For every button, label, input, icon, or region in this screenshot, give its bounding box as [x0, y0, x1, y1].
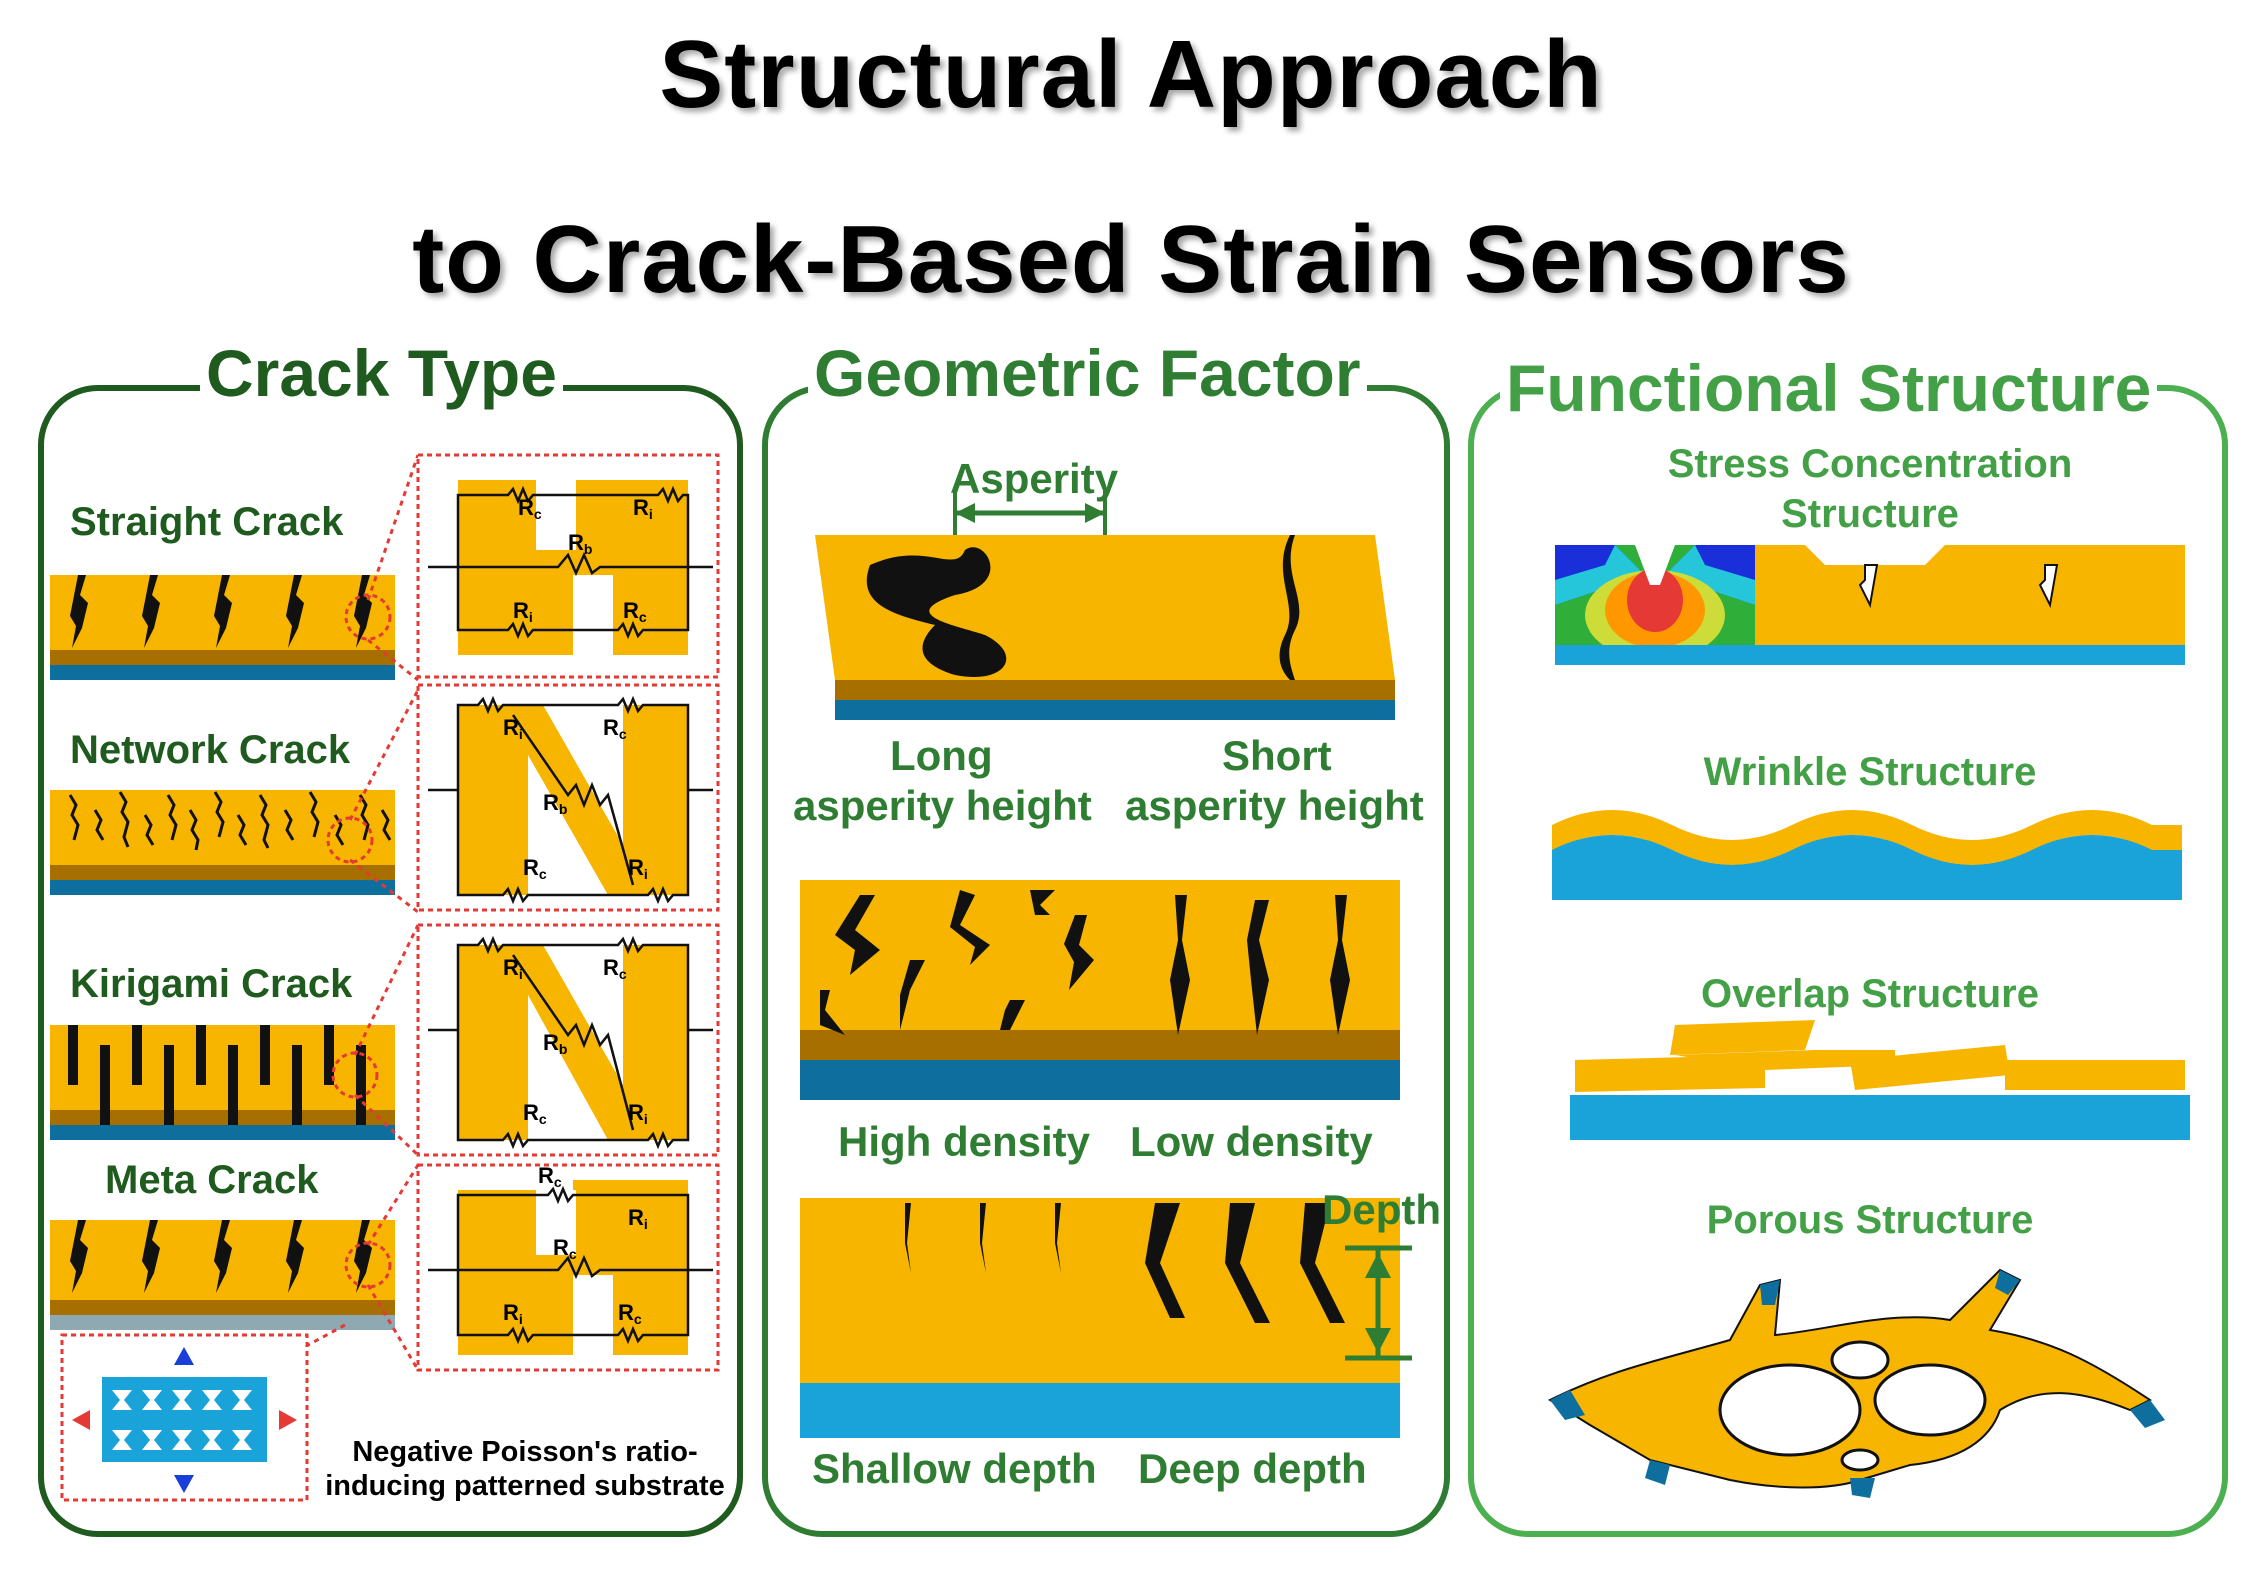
high-density-label: High density [838, 1118, 1091, 1165]
stress-concentration-label: Stress Concentration [1667, 442, 2073, 486]
network-crack-illustration [50, 790, 395, 895]
network-crack-label: Network Crack [70, 728, 351, 772]
low-density-label: Low density [1130, 1118, 1373, 1165]
deep-depth-label: Deep depth [1138, 1445, 1367, 1492]
network-crack-circuit: Ri Rc Rb Rc Ri [416, 683, 720, 912]
svg-text:Ri: Ri [628, 855, 648, 882]
straight-crack-illustration [50, 575, 395, 680]
kirigami-crack-illustration [50, 1025, 395, 1140]
straight-crack-circuit: Rc Ri Rb Ri Rc [416, 453, 720, 679]
long-asperity-height-label: asperity height [793, 782, 1092, 829]
stress-structure-label: Structure [1781, 492, 1959, 536]
main-title-line-2: to Crack-Based Strain Sensors [412, 206, 1850, 313]
svg-text:Ri: Ri [628, 1100, 648, 1127]
crack-density-illustration [800, 880, 1400, 1100]
crack-depth-illustration [800, 1198, 1412, 1438]
svg-text:Ri: Ri [513, 598, 533, 625]
wrinkle-structure-label: Wrinkle Structure [1703, 750, 2037, 794]
main-title-line-1: Structural Approach [659, 21, 1603, 128]
svg-text:Ri: Ri [503, 1300, 523, 1327]
short-label: Short [1222, 732, 1332, 779]
shallow-depth-label: Shallow depth [812, 1445, 1097, 1492]
meta-crack-label: Meta Crack [105, 1158, 319, 1202]
auxetic-substrate-pattern [60, 1333, 309, 1502]
porous-structure-illustration [1547, 1268, 2165, 1498]
short-asperity-height-label: asperity height [1125, 782, 1424, 829]
svg-text:Ri: Ri [633, 495, 653, 522]
asperity-height-illustration [815, 490, 1395, 720]
meta-crack-circuit: Rc Ri Rc Ri Rc [416, 1163, 720, 1372]
crack-type-title: Crack Type [200, 335, 563, 411]
depth-label: Depth [1322, 1186, 1441, 1233]
stress-concentration-illustration [1555, 545, 2185, 665]
svg-text:Ri: Ri [628, 1205, 648, 1232]
long-label: Long [890, 732, 993, 779]
wrinkle-structure-illustration [1552, 810, 2182, 900]
svg-text:Rb: Rb [543, 790, 567, 817]
kirigami-crack-label: Kirigami Crack [70, 962, 353, 1006]
straight-crack-label: Straight Crack [70, 500, 344, 544]
geometric-factor-title: Geometric Factor [808, 335, 1367, 411]
porous-structure-label: Porous Structure [1706, 1198, 2034, 1242]
svg-text:Ri: Ri [503, 715, 523, 742]
svg-text:Rb: Rb [543, 1030, 567, 1057]
kirigami-crack-circuit: Ri Rc Rb Rc Ri [416, 923, 720, 1157]
functional-structure-title: Functional Structure [1500, 350, 2158, 426]
auxetic-substrate-note: Negative Poisson's ratio-inducing patter… [325, 1436, 725, 1502]
overlap-structure-label: Overlap Structure [1701, 972, 2039, 1016]
meta-crack-illustration [50, 1220, 395, 1330]
svg-text:Ri: Ri [503, 955, 523, 982]
asperity-label: Asperity [950, 455, 1119, 502]
overlap-structure-illustration [1570, 1020, 2190, 1140]
